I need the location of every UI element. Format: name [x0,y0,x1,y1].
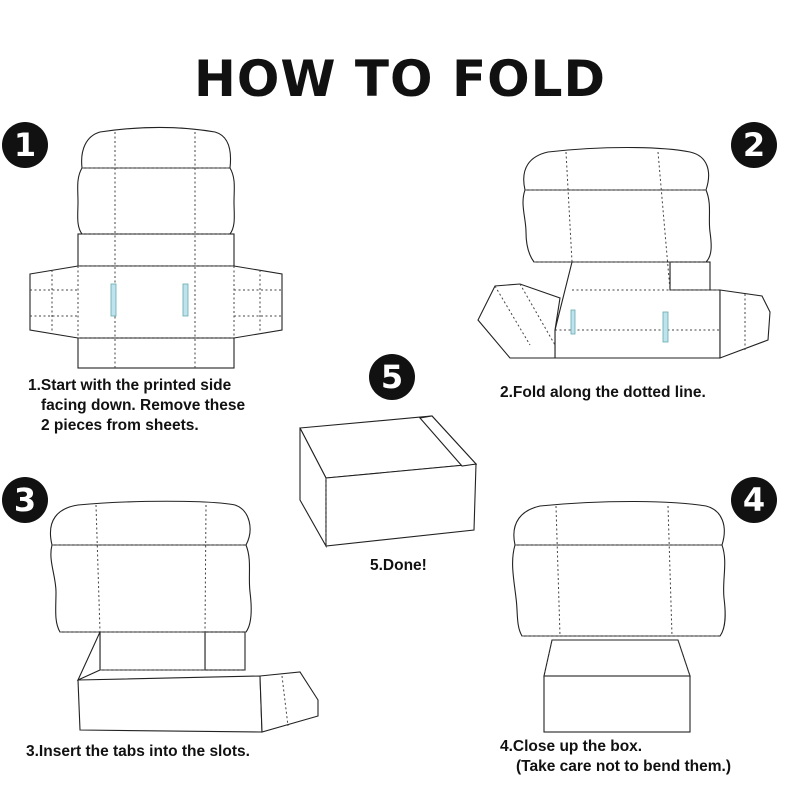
step-4-close-up [512,500,726,733]
step-1-badge: 1 [2,122,48,168]
step-1-caption: 1.Start with the printed side facing dow… [28,376,245,436]
step-2-badge: 2 [731,122,777,168]
step-4-line-2: (Take care not to bend them.) [516,758,732,775]
step-5-line-1: 5.Done! [370,557,427,574]
step-2-line-1: 2.Fold along the dotted line. [500,384,706,401]
step-4-line-1: 4.Close up the box. [500,738,643,755]
step-5-finished-box [299,415,478,549]
step-3-insert-tabs [50,500,319,733]
step-2-partial-fold [477,146,771,359]
step-2-caption: 2.Fold along the dotted line. [500,383,706,403]
step-5-caption: 5.Done! [370,556,427,576]
step-3-line-1: 3.Insert the tabs into the slots. [26,743,250,760]
step-1-line-3: 2 pieces from sheets. [41,417,199,434]
step-1-line-1: 1.Start with the printed side [28,377,232,394]
step-5-badge: 5 [369,354,415,400]
step-1-flat-blank [29,126,283,369]
step-3-caption: 3.Insert the tabs into the slots. [26,742,250,762]
step-4-caption: 4.Close up the box. (Take care not to be… [500,737,731,777]
step-3-badge: 3 [2,477,48,523]
step-4-badge: 4 [731,477,777,523]
page-title: HOW TO FOLD [194,50,606,108]
step-1-line-2: facing down. Remove these [41,397,246,414]
